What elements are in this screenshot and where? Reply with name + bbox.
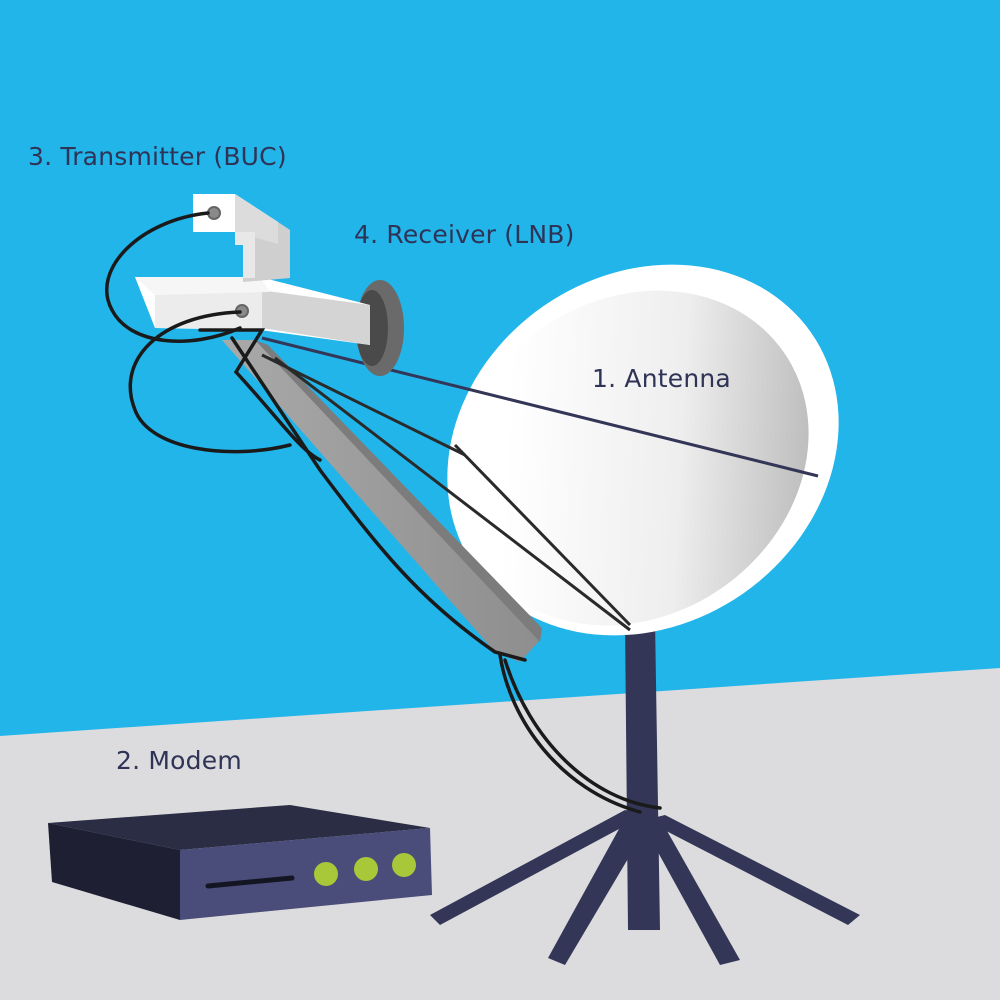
tripod-stand (430, 620, 860, 965)
modem-box (48, 805, 432, 920)
antenna-pointer-line (261, 336, 819, 478)
dish-antenna (447, 264, 839, 636)
antenna-label: 1. Antenna (592, 364, 731, 393)
support-struts (261, 353, 632, 632)
receiver-label: 4. Receiver (LNB) (354, 220, 575, 249)
led-icon (314, 862, 338, 886)
ground-floor (0, 668, 1000, 1000)
led-icon (354, 857, 378, 881)
transmitter-buc-block (193, 194, 290, 282)
cables (105, 211, 662, 814)
led-icon (392, 853, 416, 877)
modem-label: 2. Modem (116, 746, 242, 775)
receiver-lnb-block (135, 277, 370, 345)
transmitter-label: 3. Transmitter (BUC) (28, 142, 287, 171)
feed-arm (222, 340, 542, 662)
